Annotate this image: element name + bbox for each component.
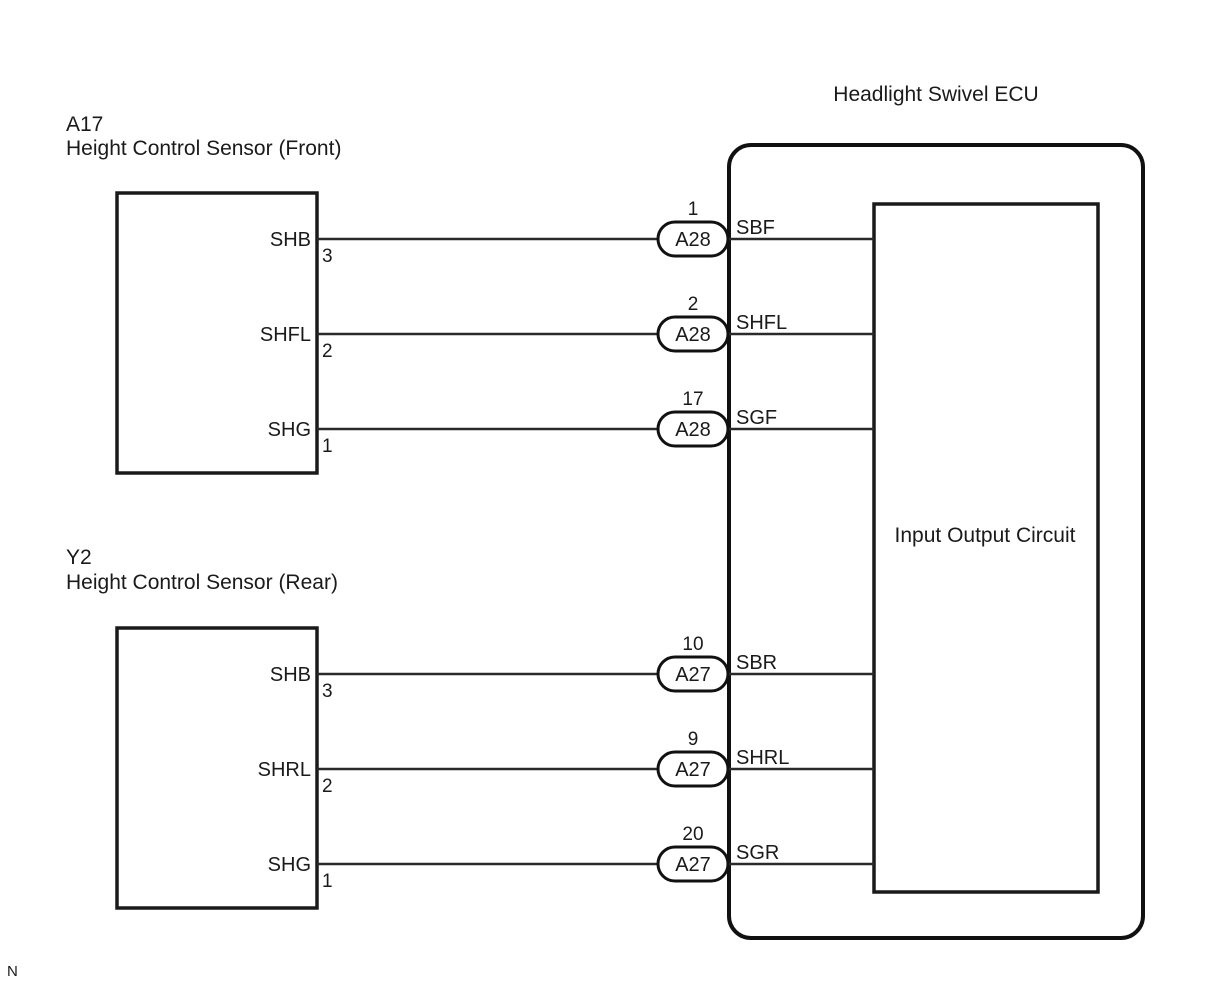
connector-pin-number: 20: [682, 824, 703, 845]
sensor-pin-number: 2: [322, 341, 333, 362]
corner-mark: N: [7, 963, 18, 980]
sensor-rear-code: Y2: [66, 546, 92, 569]
sensor-front: A17 Height Control Sensor (Front): [66, 113, 341, 475]
sensor-front-box: [115, 191, 319, 475]
wire-group: SHB3A281SBFSHFL2A282SHFLSHG1A2817SGFSHB3…: [258, 199, 874, 892]
sensor-rear-box: [115, 626, 319, 910]
connector-pill: [656, 315, 730, 353]
ecu-terminal-label: SHFL: [736, 312, 787, 334]
connector-pill: [656, 655, 730, 693]
sensor-rear-name: Height Control Sensor (Rear): [66, 571, 338, 594]
connector-pill: [656, 220, 730, 258]
sensor-pin-label: SHB: [270, 664, 311, 686]
sensor-rear: Y2 Height Control Sensor (Rear): [66, 546, 338, 910]
sensor-pin-number: 3: [322, 246, 333, 267]
input-output-circuit-block: [872, 202, 1100, 894]
connector-pill: [656, 410, 730, 448]
ecu-title: Headlight Swivel ECU: [833, 83, 1038, 106]
ecu-terminal-label: SGR: [736, 842, 779, 864]
sensor-pin-label: SHB: [270, 229, 311, 251]
connector-id: A28: [675, 229, 711, 251]
ecu-terminal-label: SBR: [736, 652, 777, 674]
ecu-terminal-label: SGF: [736, 407, 777, 429]
connector-id: A27: [675, 854, 711, 876]
sensor-pin-number: 1: [322, 436, 333, 457]
connector-id: A28: [675, 419, 711, 441]
connector-pin-number: 2: [688, 294, 699, 315]
sensor-front-name: Height Control Sensor (Front): [66, 137, 341, 160]
sensor-front-code: A17: [66, 113, 103, 136]
input-output-circuit-label: Input Output Circuit: [895, 524, 1076, 547]
connector-id: A27: [675, 759, 711, 781]
ecu-housing: [727, 143, 1145, 940]
connector-pin-number: 17: [682, 389, 703, 410]
ecu-terminal-label: SHRL: [736, 747, 789, 769]
sensor-pin-label: SHG: [268, 854, 311, 876]
sensor-pin-label: SHRL: [258, 759, 311, 781]
connector-pin-number: 1: [688, 199, 699, 220]
connector-id: A28: [675, 324, 711, 346]
ecu-terminal-label: SBF: [736, 217, 775, 239]
sensor-pin-number: 1: [322, 871, 333, 892]
connector-id: A27: [675, 664, 711, 686]
sensor-pin-label: SHG: [268, 419, 311, 441]
connector-pin-number: 10: [682, 634, 703, 655]
sensor-pin-label: SHFL: [260, 324, 311, 346]
sensor-pin-number: 2: [322, 776, 333, 797]
connector-pill: [656, 750, 730, 788]
connector-pin-number: 9: [688, 729, 699, 750]
sensor-pin-number: 3: [322, 681, 333, 702]
connector-pill: [656, 845, 730, 883]
